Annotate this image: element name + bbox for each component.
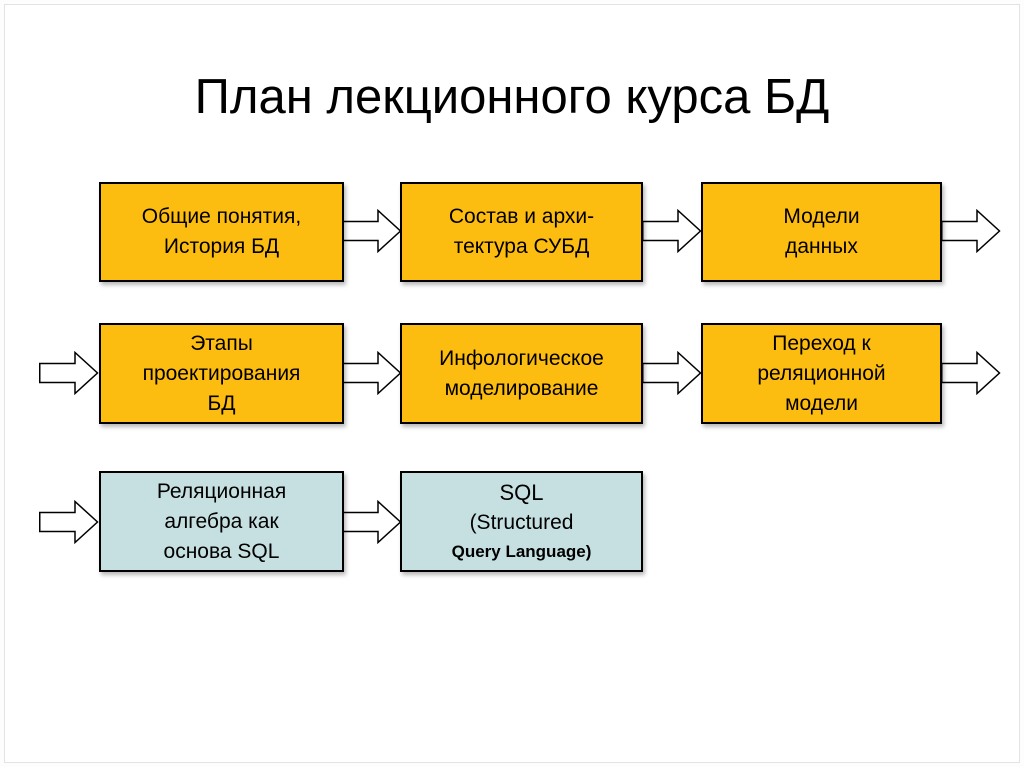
box-relational-algebra: Реляционная алгебра как основа SQL bbox=[99, 471, 344, 572]
arrow-design-stages-to-infological-modeling-icon bbox=[342, 351, 402, 395]
box-text-line: алгебра как bbox=[164, 509, 279, 533]
arrow-entry-relational-algebra-icon bbox=[39, 500, 99, 544]
box-text-line: (Structured bbox=[469, 510, 574, 534]
box-text-line: Переход к bbox=[772, 331, 871, 355]
box-text-line: История БД bbox=[163, 235, 280, 258]
box-text-line: БД bbox=[207, 391, 236, 415]
box-relational-transition: Переход к реляционной модели bbox=[701, 323, 942, 424]
arrow-relational-transition-exit-icon bbox=[941, 351, 1001, 395]
box-text-line: тектура СУБД bbox=[453, 235, 590, 258]
box-text-line: модели bbox=[785, 391, 858, 415]
box-text-line: данных bbox=[785, 235, 858, 258]
box-general-concepts: Общие понятия, История БД bbox=[99, 182, 344, 282]
slide-title: План лекционного курса БД bbox=[194, 70, 830, 124]
box-infological-modeling: Инфологическое моделирование bbox=[400, 323, 643, 424]
slide-canvas: План лекционного курса БД bbox=[4, 4, 1020, 763]
box-design-stages: Этапы проектирования БД bbox=[99, 323, 344, 424]
arrow-infological-modeling-to-relational-transition-icon bbox=[642, 351, 702, 395]
arrow-entry-design-stages-icon bbox=[39, 351, 99, 395]
box-text-line: Query Language) bbox=[451, 541, 592, 561]
box-text-line: Реляционная bbox=[156, 479, 287, 503]
box-text-line: проектирования bbox=[142, 361, 301, 385]
arrow-general-concepts-to-dbms-architecture-icon bbox=[342, 209, 402, 253]
box-text-line: SQL bbox=[499, 479, 544, 505]
box-dbms-architecture: Состав и архи- тектура СУБД bbox=[400, 182, 643, 282]
box-text-line: реляционной bbox=[757, 361, 886, 385]
arrow-dbms-architecture-to-data-models-icon bbox=[642, 209, 702, 253]
box-text-line: Инфологическое bbox=[439, 346, 604, 370]
box-data-models: Модели данных bbox=[701, 182, 942, 282]
box-sql: SQL (Structured Query Language) bbox=[400, 471, 643, 572]
arrow-data-models-exit-icon bbox=[941, 209, 1001, 253]
arrow-relational-algebra-to-sql-icon bbox=[342, 500, 402, 544]
box-text-line: Модели bbox=[783, 205, 860, 228]
box-text-line: Состав и архи- bbox=[448, 205, 595, 228]
box-text-line: основа SQL bbox=[163, 539, 280, 563]
box-text-line: Общие понятия, bbox=[141, 205, 302, 228]
box-text-line: моделирование bbox=[444, 376, 599, 400]
box-text-line: Этапы bbox=[190, 331, 253, 355]
